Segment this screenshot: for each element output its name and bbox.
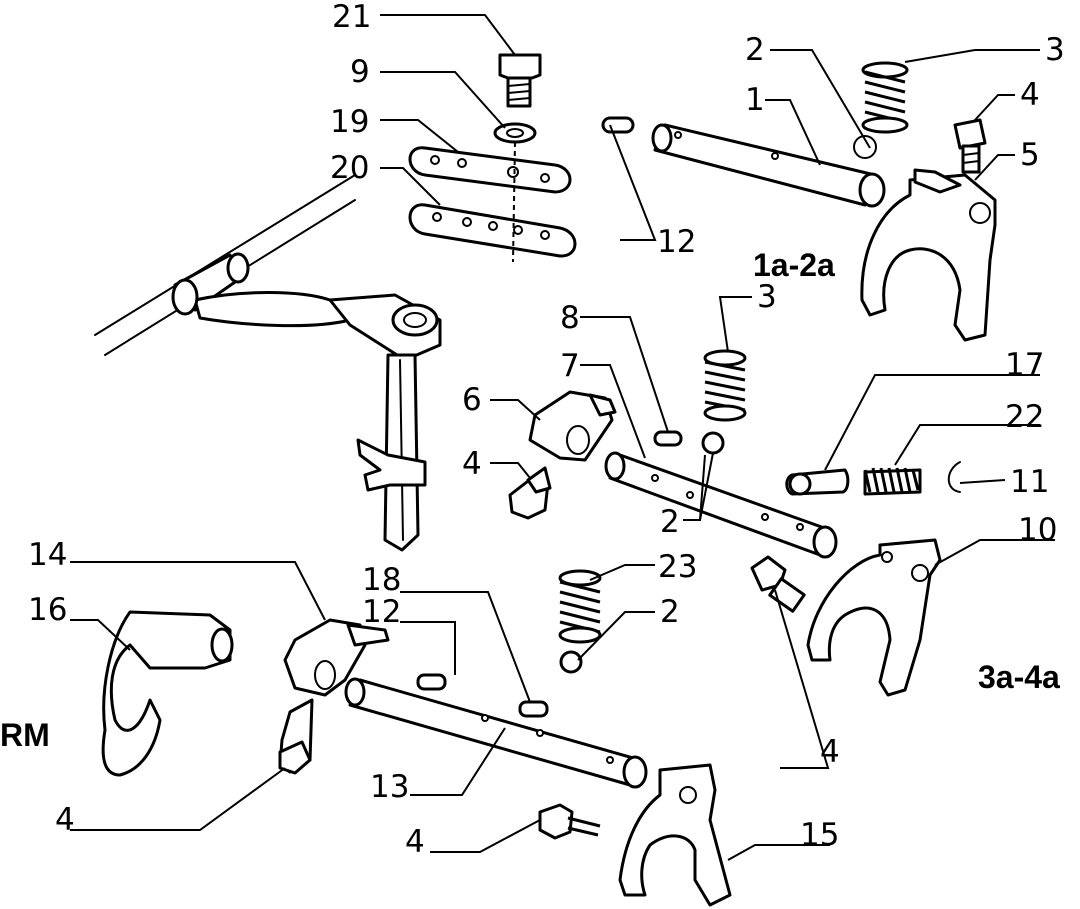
- callout-4-right: 4: [820, 734, 840, 770]
- leader-lines: [70, 14, 1055, 861]
- callout-numbers: 21 9 19 20 2 3 1 4 5 12 8 3 7 6 4 17 22 …: [28, 0, 1065, 860]
- callout-6: 6: [462, 382, 482, 418]
- plate-assembly: [408, 53, 577, 263]
- callout-11: 11: [1010, 464, 1049, 500]
- callout-19: 19: [330, 104, 369, 140]
- label-gear-3-4: 3a-4a: [978, 659, 1060, 695]
- callout-17: 17: [1005, 347, 1044, 383]
- callout-21: 21: [332, 0, 371, 35]
- callout-20: 20: [330, 150, 369, 186]
- callout-4-bottom-left: 4: [55, 802, 75, 838]
- callout-13: 13: [370, 769, 409, 805]
- callout-8: 8: [560, 300, 580, 336]
- callout-18: 18: [362, 562, 401, 598]
- callout-4-bottom: 4: [405, 824, 425, 860]
- callout-2-top: 2: [745, 32, 765, 68]
- callout-1: 1: [745, 82, 765, 118]
- callout-3-top: 3: [1045, 32, 1065, 68]
- callout-2-mid: 2: [660, 504, 680, 540]
- callout-12-top: 12: [657, 224, 696, 260]
- callout-16: 16: [28, 592, 67, 628]
- callout-10: 10: [1018, 512, 1057, 548]
- callout-4-top: 4: [1020, 77, 1040, 113]
- callout-9: 9: [350, 54, 370, 90]
- callout-22: 22: [1005, 399, 1044, 435]
- gear-1-2-group: [601, 61, 997, 342]
- callout-3-mid: 3: [757, 279, 777, 315]
- callout-5: 5: [1020, 137, 1040, 173]
- gear-3-4-rod-group: [508, 349, 961, 697]
- selector-linkage: [94, 174, 442, 552]
- reverse-group: [101, 610, 732, 907]
- callout-2-low: 2: [660, 594, 680, 630]
- callout-23: 23: [658, 549, 697, 585]
- callout-14: 14: [28, 537, 67, 573]
- callout-12-low: 12: [362, 594, 401, 630]
- label-reverse: RM: [0, 717, 50, 753]
- group-labels: 1a-2a 3a-4a RM: [0, 247, 1060, 753]
- label-gear-1-2: 1a-2a: [753, 247, 835, 283]
- callout-7: 7: [560, 348, 580, 384]
- callout-4-left: 4: [462, 446, 482, 482]
- callout-15: 15: [800, 817, 839, 853]
